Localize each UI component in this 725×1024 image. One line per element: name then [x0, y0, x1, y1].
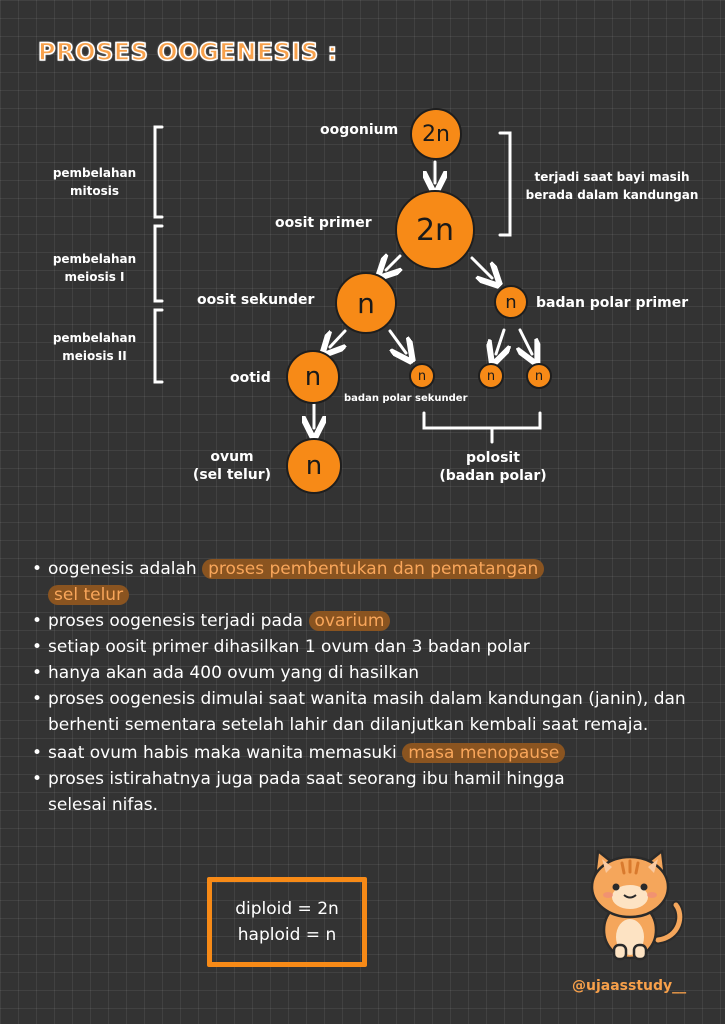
cell-badan-polar-primer: n: [494, 285, 528, 319]
bracket-mitosis: [153, 125, 164, 219]
label-oogonium: oogonium: [320, 122, 399, 138]
fact-item: proses oogenesis dimulai saat wanita mas…: [30, 686, 698, 738]
legend-haploid: haploid = n: [237, 925, 337, 945]
cell-oogonium: 2n: [410, 108, 462, 160]
credit-handle: @ujaasstudy__: [572, 978, 687, 994]
page-title: PROSES OOGENESIS :: [37, 37, 338, 67]
highlight: proses pembentukan dan pematangan: [202, 559, 545, 579]
fact-item: oogenesis adalah proses pembentukan dan …: [30, 556, 710, 608]
phase-meiosis1-label: pembelahan meiosis I: [52, 252, 137, 284]
arrow-primer-polarprimer: [470, 256, 492, 278]
highlight: masa menopause: [402, 743, 566, 763]
cat-illustration-icon: [590, 849, 685, 961]
fact-item: proses istirahatnya juga pada saat seora…: [30, 766, 608, 818]
fact-item: saat ovum habis maka wanita memasuki mas…: [30, 740, 710, 766]
label-oosit-primer: oosit primer: [275, 215, 372, 231]
label-oosit-sekunder: oosit sekunder: [197, 292, 315, 308]
highlight: sel telur: [48, 585, 130, 605]
label-ovum: ovum (sel telur): [192, 449, 272, 483]
legend-diploid: diploid = 2n: [235, 899, 339, 919]
fact-item: proses oogenesis terjadi pada ovarium: [30, 608, 710, 634]
arrow-primer-sekunder: [386, 256, 400, 270]
label-badan-polar-sekunder: badan polar sekunder: [344, 393, 468, 404]
legend-box: diploid = 2n haploid = n: [207, 877, 367, 967]
arrow-sekunder-polar1: [388, 329, 406, 353]
facts-list: oogenesis adalah proses pembentukan dan …: [30, 556, 710, 818]
cell-oosit-primer: 2n: [395, 190, 475, 270]
bracket-kandungan: [498, 131, 512, 237]
label-badan-polar-primer: badan polar primer: [536, 295, 689, 311]
bracket-meiosis1: [153, 224, 164, 303]
fact-item: hanya akan ada 400 ovum yang di hasilkan: [30, 660, 710, 686]
cell-oosit-sekunder: n: [335, 272, 397, 334]
label-polosit: polosit (badan polar): [439, 450, 547, 484]
arrow-sekunder-ootid: [330, 329, 345, 347]
phase-mitosis-label: pembelahan mitosis: [52, 166, 137, 198]
cell-polar-sekunder-2: n: [478, 363, 504, 389]
cell-ootid: n: [286, 350, 340, 404]
phase-meiosis2-label: pembelahan meiosis II: [52, 331, 137, 363]
cell-polar-sekunder-1: n: [409, 363, 435, 389]
arrow-polarprimer-polar2: [496, 328, 504, 354]
arrow-polarprimer-polar3: [520, 328, 532, 354]
bracket-polosit: [422, 411, 542, 444]
bracket-meiosis2: [153, 308, 164, 384]
cell-polar-sekunder-3: n: [526, 363, 552, 389]
cell-ovum: n: [286, 438, 342, 494]
note-kandungan: terjadi saat bayi masih berada dalam kan…: [525, 170, 699, 202]
fact-item: setiap oosit primer dihasilkan 1 ovum da…: [30, 634, 710, 660]
highlight: ovarium: [308, 611, 391, 631]
label-ootid: ootid: [230, 370, 271, 386]
